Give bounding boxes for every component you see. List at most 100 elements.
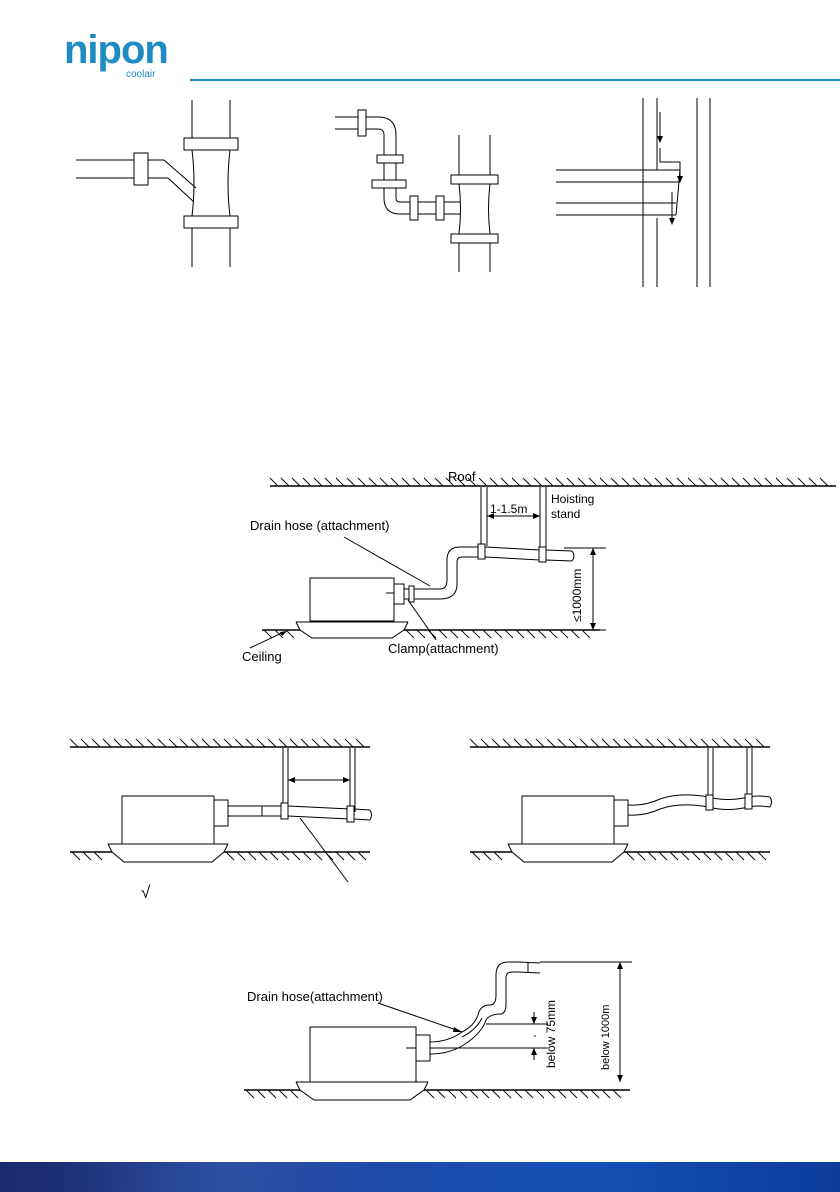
hatch-stroke — [358, 852, 366, 860]
hatch-stroke — [690, 739, 698, 747]
footer-band-highlight — [60, 1162, 480, 1192]
hatch-stroke — [268, 739, 276, 747]
hatch-stroke — [655, 478, 663, 486]
hatch-stroke — [646, 739, 654, 747]
hatch-stroke — [622, 478, 630, 486]
hatch-stroke — [459, 1090, 467, 1098]
hatch-stroke — [450, 630, 458, 638]
hatch-stroke — [736, 852, 744, 860]
hatch-stroke — [169, 739, 177, 747]
hatch-stroke — [81, 739, 89, 747]
hatch-stroke — [472, 852, 480, 860]
hatch-stroke — [732, 478, 740, 486]
hatch-stroke — [626, 852, 634, 860]
hatch-stroke — [314, 478, 322, 486]
clamp-label: Clamp(attachment) — [388, 641, 499, 656]
hatch-stroke — [747, 852, 755, 860]
hatch-stroke — [657, 739, 665, 747]
hatch-stroke — [492, 739, 500, 747]
hatch-stroke — [248, 852, 256, 860]
hatch-stroke — [501, 478, 509, 486]
hatch-stroke — [703, 852, 711, 860]
hatch-stroke — [279, 739, 287, 747]
hatch-stroke — [633, 478, 641, 486]
hatch-stroke — [547, 739, 555, 747]
hatch-stroke — [437, 1090, 445, 1098]
hatch-stroke — [334, 739, 342, 747]
hatch-stroke — [290, 1090, 298, 1098]
hatch-stroke — [235, 739, 243, 747]
hatch-stroke — [347, 852, 355, 860]
hatch-stroke — [281, 478, 289, 486]
hatch-stroke — [571, 630, 579, 638]
hatch-stroke — [492, 1090, 500, 1098]
hatch-stroke — [765, 478, 773, 486]
hatch-stroke — [699, 478, 707, 486]
hatch-stroke — [147, 739, 155, 747]
hatch-stroke — [558, 739, 566, 747]
hatch-stroke — [692, 852, 700, 860]
hatch-stroke — [567, 478, 575, 486]
hatch-stroke — [743, 478, 751, 486]
hatch-stroke — [325, 478, 333, 486]
hatch-stroke — [345, 739, 353, 747]
hatch-stroke — [191, 739, 199, 747]
hatch-stroke — [512, 478, 520, 486]
hatch-stroke — [582, 630, 590, 638]
hatch-stroke — [679, 739, 687, 747]
hatch-stroke — [712, 739, 720, 747]
hatch-stroke — [725, 852, 733, 860]
hatch-stroke — [589, 478, 597, 486]
hatch-stroke — [402, 478, 410, 486]
hatch-stroke — [483, 630, 491, 638]
hatch-stroke — [472, 630, 480, 638]
hatch-stroke — [648, 852, 656, 860]
hatch-stroke — [776, 478, 784, 486]
hatch-stroke — [246, 739, 254, 747]
hatch-stroke — [734, 739, 742, 747]
hatch-stroke — [613, 739, 621, 747]
hatch-stroke — [136, 739, 144, 747]
hatch-stroke — [257, 739, 265, 747]
hatch-stroke — [611, 478, 619, 486]
hatch-stroke — [380, 478, 388, 486]
hatch-stroke — [301, 739, 309, 747]
hatch-stroke — [369, 478, 377, 486]
below-75mm-label: below 75mm — [544, 1000, 558, 1068]
hatch-stroke — [644, 478, 652, 486]
hatch-stroke — [545, 478, 553, 486]
hatch-stroke — [525, 739, 533, 747]
roof-hatching — [270, 478, 828, 486]
hatch-stroke — [268, 1090, 276, 1098]
hatch-stroke — [569, 1090, 577, 1098]
hatch-stroke — [483, 852, 491, 860]
hatch-stroke — [470, 1090, 478, 1098]
hatch-stroke — [323, 739, 331, 747]
ceiling-label: Ceiling — [242, 649, 282, 664]
hatch-stroke — [83, 852, 91, 860]
hatch-stroke — [677, 478, 685, 486]
hatch-stroke — [527, 630, 535, 638]
hatch-stroke — [424, 478, 432, 486]
hatch-stroke — [391, 478, 399, 486]
hatch-stroke — [516, 630, 524, 638]
hatch-stroke — [286, 630, 294, 638]
hatch-stroke — [213, 739, 221, 747]
hatch-stroke — [580, 739, 588, 747]
hatch-stroke — [580, 1090, 588, 1098]
hatch-stroke — [270, 852, 278, 860]
height-label: ≤1000mm — [570, 569, 584, 622]
hatch-stroke — [558, 1090, 566, 1098]
hatch-stroke — [600, 478, 608, 486]
incorrect-hose-sag-diagram — [470, 739, 772, 862]
hatch-stroke — [259, 852, 267, 860]
hatch-stroke — [809, 478, 817, 486]
hatch-stroke — [312, 739, 320, 747]
hatch-stroke — [635, 739, 643, 747]
hatch-stroke — [481, 1090, 489, 1098]
hatch-stroke — [461, 630, 469, 638]
hatch-stroke — [336, 852, 344, 860]
hatch-stroke — [710, 478, 718, 486]
drain-hose-label: Drain hose (attachment) — [250, 518, 389, 533]
